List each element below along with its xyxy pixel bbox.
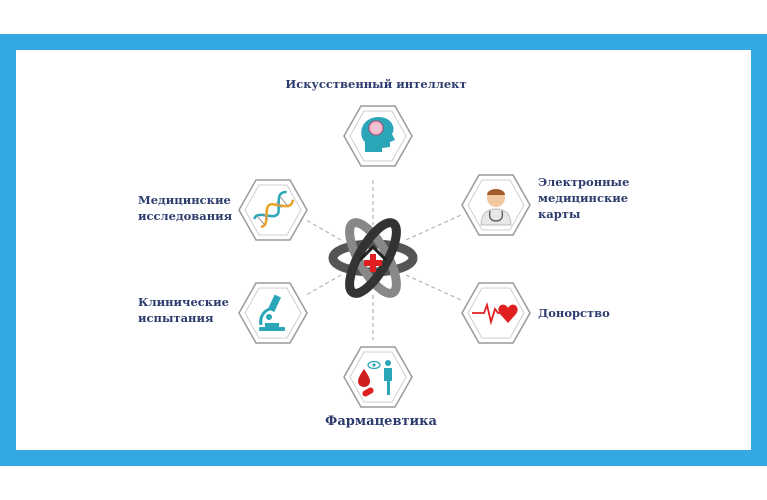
label-emr-line2: медицинские [538, 191, 629, 205]
node-ai [343, 105, 413, 167]
label-donation-line1: Донорство [538, 306, 610, 320]
label-ai: Искусственный интеллект [276, 76, 476, 92]
label-trials-line2: испытания [138, 311, 214, 325]
connector-research [305, 219, 342, 241]
node-research [238, 179, 308, 241]
node-emr [461, 174, 531, 236]
blue-frame: Искусственный интеллект Электронные меди… [0, 34, 767, 466]
connector-trials [305, 274, 342, 296]
node-pharma [343, 346, 413, 408]
node-trials [238, 282, 308, 344]
label-ai-line1: Искусственный интеллект [285, 77, 467, 91]
label-emr: Электронные медицинские карты [538, 174, 629, 222]
medical-hub-icon [328, 218, 418, 298]
node-donation [461, 282, 531, 344]
connector-emr [405, 214, 462, 241]
connectors [305, 180, 462, 340]
label-research-line2: исследования [138, 209, 233, 223]
diagram-panel: Искусственный интеллект Электронные меди… [16, 50, 751, 450]
heartbeat-icon [472, 301, 518, 326]
dna-icon [253, 190, 295, 228]
brain-head-icon [361, 117, 395, 152]
pharmacy-icon [358, 360, 392, 397]
doctor-icon [480, 189, 512, 226]
microscope-icon [259, 294, 285, 331]
label-research: Медицинские исследования [138, 192, 232, 224]
label-pharma-line1: Фармацевтика [325, 414, 437, 429]
diagram-canvas [238, 105, 531, 408]
label-pharma: Фармацевтика [306, 414, 456, 430]
label-trials-line1: Клинические [138, 295, 229, 309]
label-donation: Донорство [538, 305, 610, 321]
label-trials: Клинические испытания [138, 294, 229, 326]
connector-donation [405, 274, 462, 301]
label-research-line1: Медицинские [138, 193, 231, 207]
label-emr-line1: Электронные [538, 175, 630, 189]
label-emr-line3: карты [538, 207, 581, 221]
